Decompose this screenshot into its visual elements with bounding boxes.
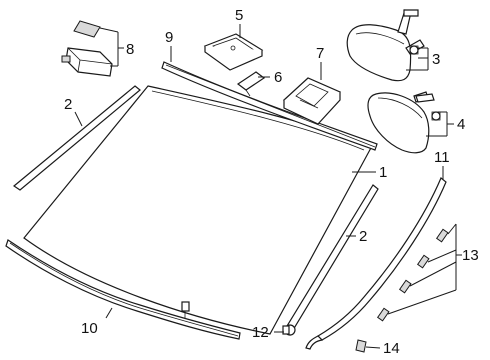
inside-mirror-lower [367,91,435,154]
callout-4: 4 [457,116,465,133]
end-clip [355,339,367,353]
sensor-body [61,47,113,77]
callout-10: 10 [81,320,98,337]
callout-1: 1 [379,164,387,181]
callout-3: 3 [432,51,440,68]
callout-13: 13 [462,247,479,264]
callout-14: 14 [383,340,400,357]
lower-moulding [5,239,241,340]
callout-7: 7 [316,45,324,62]
callout-9: 9 [165,29,173,46]
pillar-trim-strip [305,177,447,350]
callout-12: 12 [252,324,269,341]
retainer-screw [282,324,296,336]
inside-mirror-upper [346,9,425,82]
side-moulding-left [12,85,141,191]
callout-6: 6 [274,69,282,86]
sensor-gasket [73,20,101,38]
callout-11: 11 [434,149,450,166]
mirror-cover-bracket [203,33,264,71]
upper-moulding [161,61,378,151]
callout-2-right: 2 [359,228,367,245]
callout-2-left: 2 [64,96,72,113]
leader-lines [74,24,462,349]
callout-5: 5 [235,7,243,24]
small-clip [236,71,266,97]
windshield-glass [23,85,373,335]
rain-sensor-housing [282,77,342,125]
callout-8: 8 [126,41,134,58]
mirror-bolt-lower [431,111,441,121]
glass-clip [181,301,190,318]
adhesive-clips [376,228,449,322]
mirror-bolt-upper [409,45,419,55]
